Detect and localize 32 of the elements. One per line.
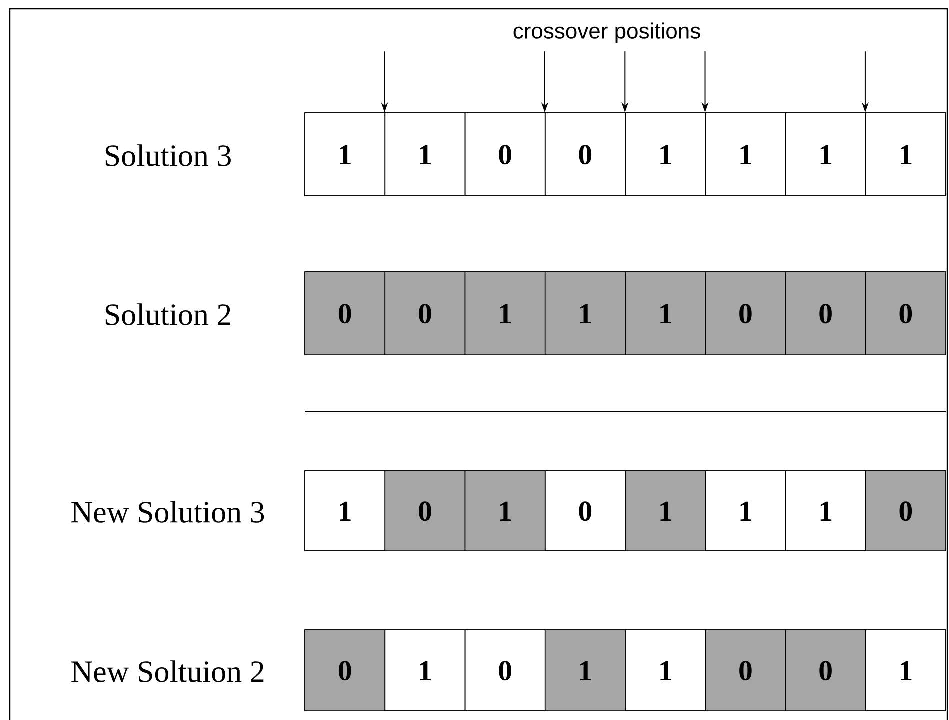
bit-cell: 0 bbox=[464, 112, 546, 196]
row-label: Solution 3 bbox=[106, 144, 231, 166]
bit-cell: 1 bbox=[785, 112, 866, 196]
bit-cell: 1 bbox=[625, 112, 706, 196]
bit-cell: 0 bbox=[384, 272, 466, 356]
row-label: New Soltuion 2 bbox=[72, 660, 264, 682]
bit-cell: 0 bbox=[785, 630, 866, 712]
bit-cell: 1 bbox=[865, 112, 946, 196]
bit-cell: 1 bbox=[384, 630, 466, 712]
bit-cell: 1 bbox=[304, 112, 386, 196]
bit-cell: 1 bbox=[625, 272, 706, 356]
bit-cell: 0 bbox=[304, 630, 386, 712]
bit-cell: 1 bbox=[625, 470, 706, 552]
bit-cell: 1 bbox=[464, 470, 546, 552]
bit-cell: 0 bbox=[544, 112, 626, 196]
bit-cell: 0 bbox=[304, 272, 386, 356]
bit-cell: 1 bbox=[544, 272, 626, 356]
bit-cell: 1 bbox=[464, 272, 546, 356]
bit-cell: 1 bbox=[544, 630, 626, 712]
bit-cell: 1 bbox=[865, 630, 946, 712]
bit-cell: 0 bbox=[865, 470, 946, 552]
bit-cell: 0 bbox=[384, 470, 466, 552]
row-label: New Solution 3 bbox=[72, 501, 264, 523]
bit-cell: 1 bbox=[705, 112, 786, 196]
bit-cell: 0 bbox=[705, 630, 786, 712]
bit-cell: 0 bbox=[865, 272, 946, 356]
bit-cell: 1 bbox=[384, 112, 466, 196]
bit-cell: 0 bbox=[785, 272, 866, 356]
bit-cell: 1 bbox=[705, 470, 786, 552]
annotation-text: crossover positions bbox=[514, 22, 700, 44]
row-label: Solution 2 bbox=[106, 304, 230, 326]
bit-cell: 0 bbox=[705, 272, 786, 356]
